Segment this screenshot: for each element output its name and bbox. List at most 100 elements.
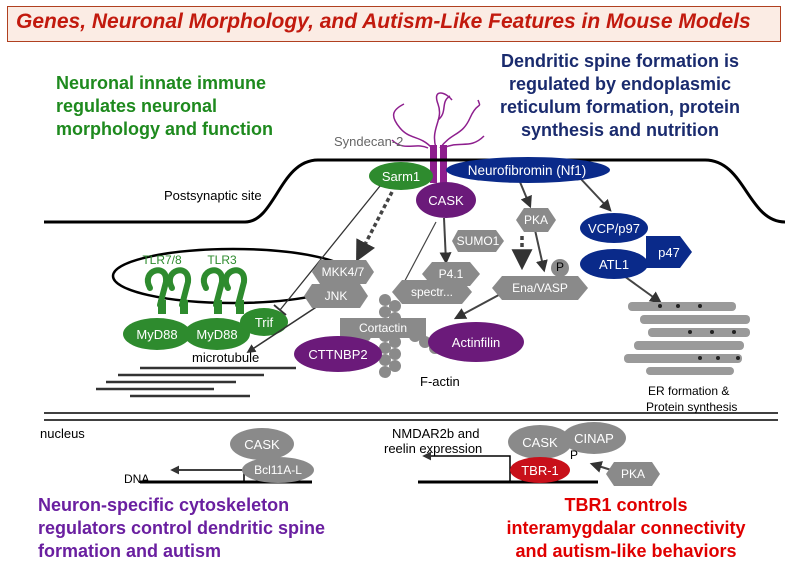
page-title: Genes, Neuronal Morphology, and Autism-L… — [16, 10, 751, 33]
heading-line: synthesis and nutrition — [520, 120, 720, 140]
heading-line: regulates neuronal — [56, 96, 218, 116]
sarm1-node — [369, 162, 433, 190]
nf1-label: Neurofibromin (Nf1) — [467, 163, 587, 178]
ena-label: Ena/VASP — [512, 281, 568, 295]
sumo1-shape — [452, 230, 504, 252]
postsynaptic-label: Postsynaptic site — [164, 188, 262, 203]
bcl11a-node — [242, 457, 314, 483]
cask-top-node — [416, 182, 476, 218]
tlr-receptors — [144, 267, 247, 308]
title-box — [7, 6, 781, 42]
cask-top-label: CASK — [428, 193, 464, 208]
vcp-node — [580, 213, 648, 243]
myd88-label-b: MyD88 — [196, 327, 238, 342]
trif-label: Trif — [254, 315, 274, 330]
heading-line: regulators control dendritic spine — [38, 518, 326, 538]
myd88-node-a — [123, 318, 191, 350]
spectrin-label: spectr... — [410, 285, 454, 299]
cortactin-label: Cortactin — [358, 321, 408, 335]
p47-label: p47 — [658, 245, 680, 260]
sarm1-inhibits-trif — [279, 185, 381, 311]
heading-line: regulated by endoplasmic — [508, 74, 732, 94]
bcl11a-label: Bcl11A-L — [254, 463, 302, 477]
heading-line: formation and autism — [38, 541, 222, 561]
cinap-node — [562, 422, 626, 454]
cask-nuc-node — [230, 428, 294, 460]
pka-top-shape — [516, 208, 556, 232]
heading-cytoskeleton: Neuron-specific cytoskeleton regulators … — [38, 494, 325, 563]
pka-nuc-shape — [606, 462, 660, 486]
er-label-1: ER formation & — [648, 384, 730, 398]
cask-tbr-node — [508, 425, 572, 459]
nf1-to-pka — [519, 181, 532, 209]
sarm1-label: Sarm1 — [381, 169, 421, 184]
er-stack — [624, 302, 750, 375]
tlr3-label: TLR3 — [207, 253, 237, 267]
cask-to-cortactin — [399, 221, 437, 291]
syndecan-stem-left — [430, 145, 437, 183]
actinfilin-node — [428, 322, 524, 362]
actinfilin-label: Actinfilin — [451, 335, 501, 350]
spectrin-shape — [392, 280, 472, 304]
heading-innate-immune: Neuronal innate immune regulates neurona… — [56, 72, 273, 141]
cinap-label: CINAP — [574, 431, 614, 446]
atl1-to-er — [623, 275, 662, 304]
heading-dendritic-spine: Dendritic spine formation is regulated b… — [470, 50, 770, 142]
factin-label: F-actin — [420, 374, 460, 389]
syndecan-label: Syndecan-2 — [334, 134, 404, 149]
heading-tbr1: TBR1 controls interamygdalar connectivit… — [476, 494, 776, 563]
vcp-label: VCP/p97 — [587, 221, 641, 236]
ena-shape — [492, 276, 588, 300]
syndecan-stem-right — [440, 145, 447, 183]
cask-tbr-label: CASK — [522, 435, 558, 450]
tbr1-label: TBR-1 — [521, 463, 559, 478]
tlr78-label: TLR7/8 — [142, 253, 182, 267]
cttnbp2-node — [294, 336, 382, 372]
trif-node — [240, 308, 288, 336]
atl1-label: ATL1 — [598, 257, 630, 272]
ribosome-dots — [658, 304, 740, 360]
nf1-node — [446, 157, 610, 183]
nmdar-label-2: reelin expression — [384, 441, 483, 456]
nf1-to-vcp — [579, 177, 612, 212]
postsynaptic-membrane — [44, 158, 786, 224]
heading-line: Neuronal innate immune — [56, 73, 267, 93]
heading-line: Dendritic spine formation is — [500, 51, 740, 71]
er-label-2: Protein synthesis — [646, 400, 738, 414]
bcl11a-tss — [170, 465, 245, 482]
cask-to-p41 — [439, 217, 452, 265]
tbr1-tss — [422, 451, 511, 482]
nucleus-label: nucleus — [40, 426, 85, 441]
tbr1-node — [510, 457, 570, 483]
pka-top-label: PKA — [523, 213, 548, 227]
mkk-label: MKK4/7 — [321, 265, 365, 279]
myd88-node-b — [184, 318, 250, 350]
ena-p-circle — [551, 259, 569, 277]
tlr-stems — [158, 300, 244, 314]
mkk-shape — [312, 260, 374, 284]
cttnbp2-label: CTTNBP2 — [308, 347, 368, 362]
sumo1-label: SUMO1 — [456, 234, 500, 248]
pka-to-ena — [534, 229, 548, 273]
heading-line: and autism-like behaviors — [515, 541, 737, 561]
sarm1-inhibits-bar — [273, 304, 287, 316]
syndecan-glycans — [391, 92, 485, 149]
microtubule-lines — [96, 366, 296, 398]
microtubule-label: microtubule — [192, 350, 260, 365]
tbr1-p-label: P — [570, 448, 579, 462]
ena-p-label: P — [556, 260, 565, 274]
heading-line: Neuron-specific cytoskeleton — [38, 495, 290, 515]
sarm1-to-mkk — [356, 191, 394, 262]
heading-line: morphology and function — [56, 119, 273, 139]
heading-line: reticulum formation, protein — [499, 97, 740, 117]
pka-nuc-label: PKA — [620, 467, 645, 481]
p41-label: P4.1 — [438, 267, 464, 281]
myd88-label-a: MyD88 — [136, 327, 178, 342]
jnk-label: JNK — [324, 289, 348, 303]
atl1-node — [580, 249, 648, 279]
dna-label: DNA — [124, 472, 150, 486]
cortactin-bar — [340, 318, 426, 338]
heading-line: TBR1 controls — [564, 495, 688, 515]
jnk-shape — [304, 284, 368, 308]
